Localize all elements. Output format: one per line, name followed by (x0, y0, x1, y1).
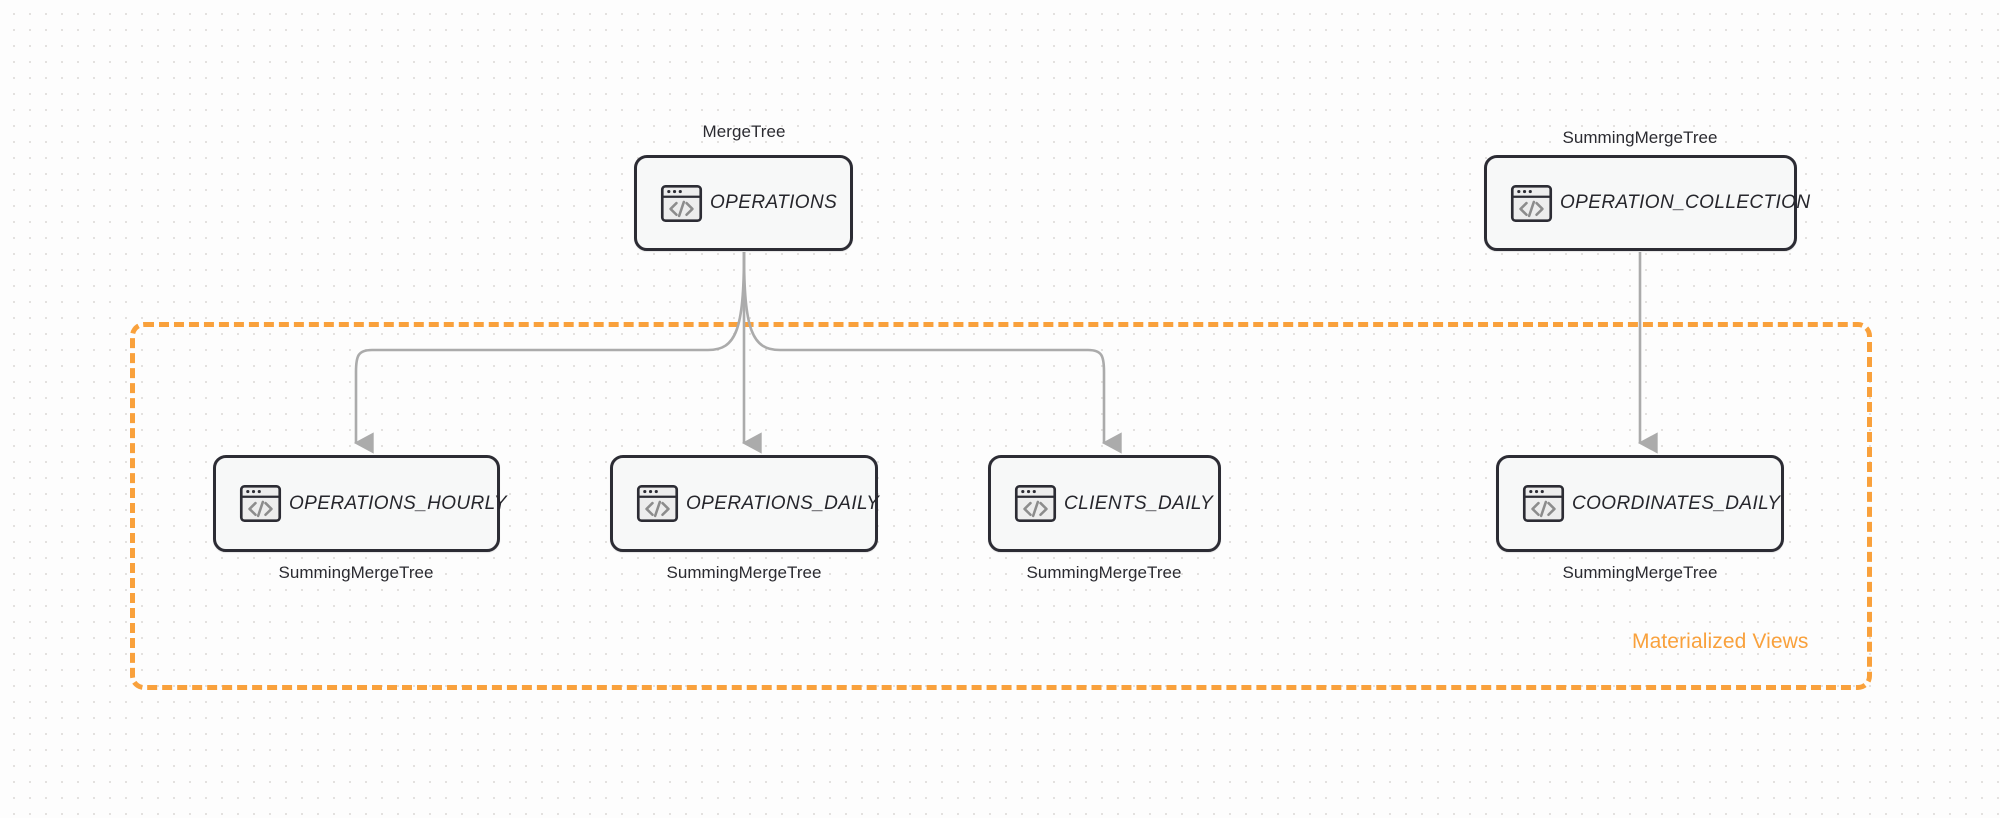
node-clients-daily[interactable]: CLIENTS_DAILY (988, 455, 1221, 552)
node-title: OPERATION_COLLECTION (1560, 192, 1811, 213)
engine-caption-operations: MergeTree (702, 122, 786, 141)
engine-caption-operations-hourly: SummingMergeTree (278, 563, 434, 582)
node-title: OPERATIONS (710, 192, 838, 213)
node-operations-hourly[interactable]: OPERATIONS_HOURLY (213, 455, 507, 552)
engine-caption-operations-daily: SummingMergeTree (666, 563, 822, 582)
node-operations[interactable]: OPERATIONS (634, 155, 853, 251)
engine-caption-coordinates-daily: SummingMergeTree (1562, 563, 1718, 582)
code-window-icon (1521, 481, 1566, 526)
materialized-views-group-label: Materialized Views (1632, 630, 1809, 653)
code-window-icon (1509, 181, 1554, 226)
node-title: OPERATIONS_DAILY (686, 492, 880, 514)
node-coordinates-daily[interactable]: COORDINATES_DAILY (1496, 455, 1784, 552)
code-window-icon (1013, 481, 1058, 526)
code-window-icon (659, 181, 704, 226)
code-window-icon (635, 481, 680, 526)
node-title: OPERATIONS_HOURLY (289, 492, 507, 514)
node-title: CLIENTS_DAILY (1064, 492, 1214, 514)
node-operations-daily[interactable]: OPERATIONS_DAILY (610, 455, 879, 552)
node-operation-collection[interactable]: OPERATION_COLLECTION (1484, 155, 1810, 251)
code-window-icon (238, 481, 283, 526)
engine-caption-clients-daily: SummingMergeTree (1026, 563, 1182, 582)
engine-caption-operation-collection: SummingMergeTree (1562, 128, 1718, 147)
node-title: COORDINATES_DAILY (1572, 492, 1781, 514)
